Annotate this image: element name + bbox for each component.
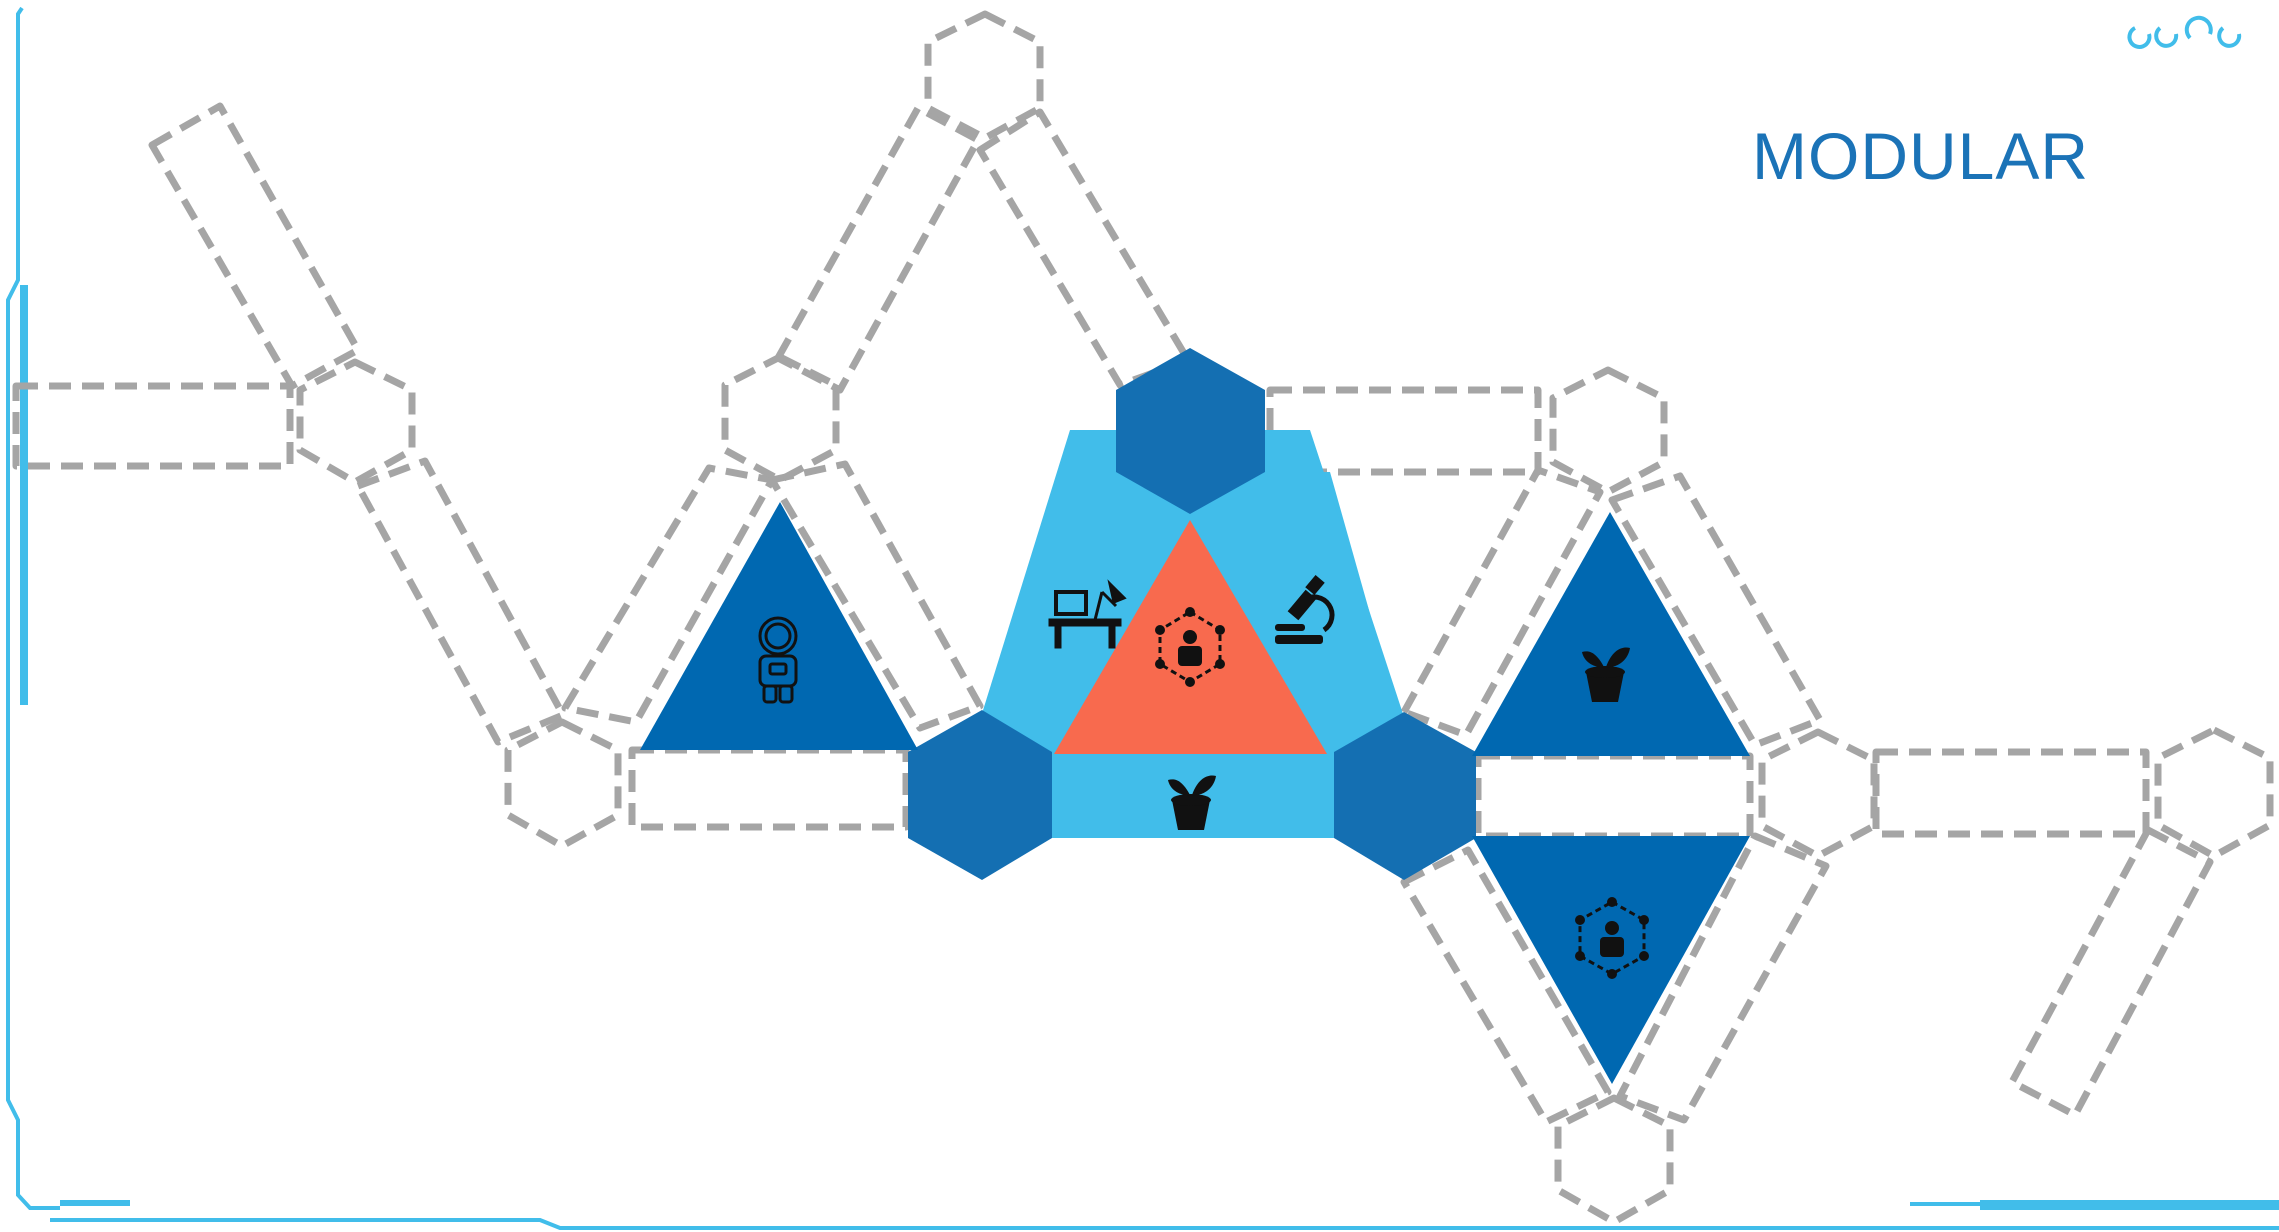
brand-swirl-icon <box>2127 15 2242 49</box>
desk-lamp-icon <box>1048 579 1127 649</box>
outline-bar <box>148 102 362 390</box>
outline-rect <box>1872 748 2150 838</box>
outline-rect <box>1474 752 1754 840</box>
outline-bar <box>774 104 982 394</box>
network-person-icon <box>1155 607 1225 687</box>
outline-rect-left <box>12 382 294 470</box>
plant-pot-icon <box>1582 647 1630 702</box>
outline-bar <box>768 460 984 732</box>
outline-bar <box>976 108 1192 389</box>
astronaut-icon <box>758 616 798 704</box>
hex-right <box>1334 712 1476 880</box>
outline-bar <box>1608 472 1824 749</box>
plant-pot-icon <box>1168 775 1216 830</box>
outline-rect <box>1266 386 1542 476</box>
outline-hex <box>1554 1094 1674 1226</box>
hex-top <box>1116 348 1265 514</box>
outline-bar <box>1400 466 1604 739</box>
triangle-right-up <box>1472 512 1750 756</box>
outline-bar <box>354 457 567 746</box>
microscope-icon <box>1275 575 1335 644</box>
outline-bar <box>2008 826 2214 1119</box>
page-title: MODULAR <box>1752 119 2090 193</box>
outline-hex <box>2154 726 2274 860</box>
triangle-right-down <box>1472 836 1750 1084</box>
network-person-icon <box>1575 897 1649 979</box>
outline-hex <box>296 358 416 486</box>
outline-hex <box>504 718 622 850</box>
outline-hex <box>1549 366 1668 496</box>
outline-hex <box>721 353 840 484</box>
outline-hex <box>1758 728 1878 860</box>
slide-frame <box>6 6 2279 1230</box>
dashed-module-outlines <box>12 10 2274 1226</box>
outline-hex <box>924 10 1044 142</box>
triangle-left <box>640 502 918 750</box>
outline-bar <box>1400 846 1612 1126</box>
hex-left <box>908 710 1052 880</box>
outline-rect <box>628 746 910 831</box>
outline-bar <box>1616 832 1830 1124</box>
